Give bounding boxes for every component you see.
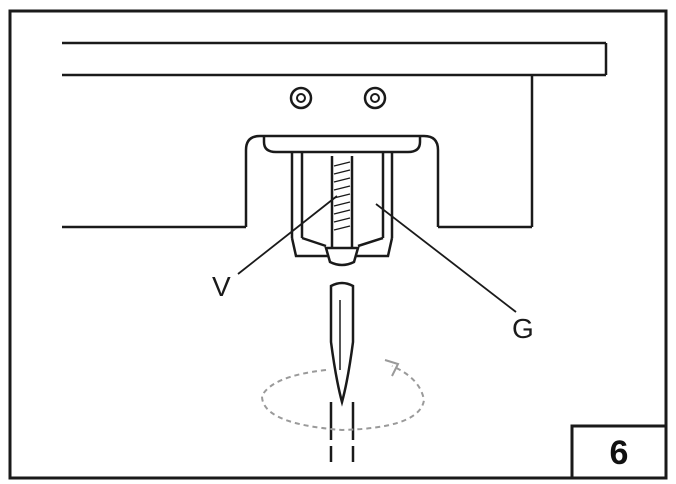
leader-line-g	[375, 203, 517, 313]
adjustment-screw	[324, 156, 360, 267]
screwdriver	[329, 281, 355, 462]
leader-line-v	[237, 195, 338, 275]
appliance-body	[62, 75, 534, 229]
step-number-box	[570, 424, 668, 480]
bracket-housing	[244, 134, 440, 227]
clamp-guide	[290, 152, 394, 258]
mounting-screw-left	[289, 86, 313, 110]
callout-label-v: V	[212, 271, 231, 302]
mounting-screw-right	[363, 86, 387, 110]
callout-label-g: G	[512, 313, 534, 344]
outer-frame	[8, 9, 668, 480]
top-rail	[62, 41, 608, 77]
step-number: 6	[610, 434, 629, 472]
rotation-arrow	[260, 359, 426, 432]
